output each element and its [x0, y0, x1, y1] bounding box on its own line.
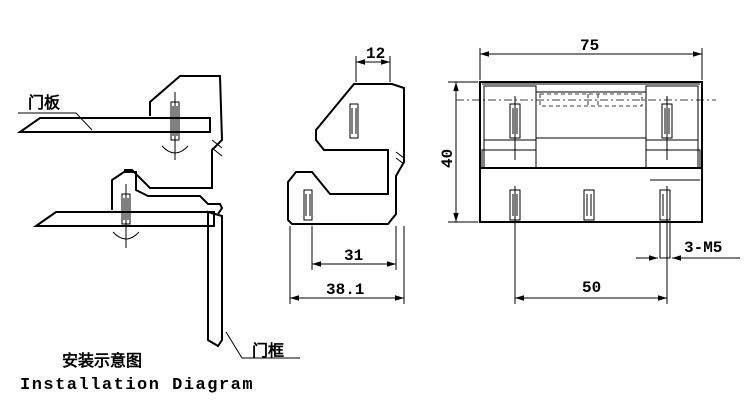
caption-english: Installation Diagram: [20, 376, 254, 395]
side-view: 12 31 38.1: [287, 45, 405, 304]
lower-hinge-leaf: [111, 171, 224, 248]
door-frame: [207, 210, 223, 348]
caption-chinese: 安装示意图: [62, 351, 142, 370]
dim-front-height: 40: [439, 149, 457, 168]
front-view: 75 40 50 3-M5: [439, 37, 740, 304]
door-panel-lower: [32, 211, 215, 227]
dim-front-width: 75: [580, 37, 599, 55]
hole-callout: 3-M5: [684, 239, 722, 257]
door-panel-leader: [18, 112, 93, 131]
dim-front-hole-span: 50: [582, 279, 601, 297]
dim-side-overall: 38.1: [326, 281, 364, 299]
upper-hinge-leaf: [124, 75, 224, 189]
door-panel-label: 门板: [28, 93, 61, 112]
dim-side-inner: 31: [344, 247, 363, 265]
door-frame-label: 门框: [252, 341, 284, 360]
dim-side-top: 12: [366, 45, 385, 63]
installation-view: 门板 门框 安装示意图 Installation Diagram: [16, 75, 300, 395]
door-panel: [16, 117, 211, 133]
door-frame-leader: [225, 331, 300, 359]
